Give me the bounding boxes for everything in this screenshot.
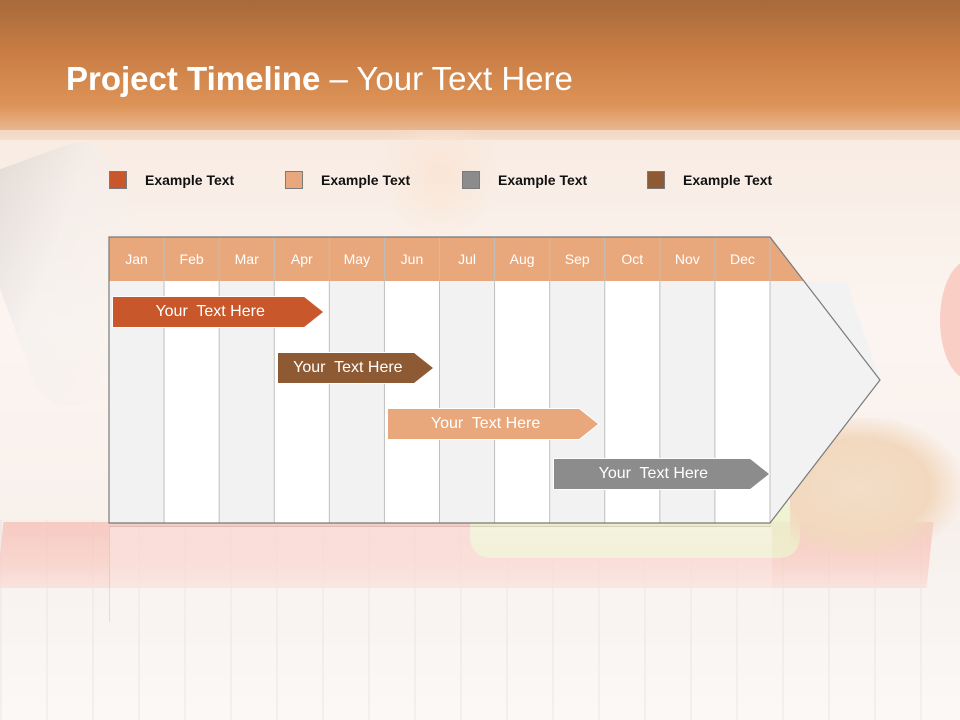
task-bar-label: Your Text Here xyxy=(293,359,403,376)
task-bar-label: Your Text Here xyxy=(430,415,541,432)
legend-item: Example Text xyxy=(109,170,234,190)
legend-swatch xyxy=(647,171,665,189)
photo-legs xyxy=(380,130,500,240)
task-bar[interactable]: Your Text Here xyxy=(552,458,770,490)
timeline-arrow-head-fill xyxy=(770,281,880,523)
month-label: Nov xyxy=(674,251,700,267)
legend-label: Example Text xyxy=(683,172,773,188)
timeline-outline xyxy=(108,236,881,524)
timeline-header xyxy=(109,237,804,281)
month-label: Oct xyxy=(621,251,644,267)
task-bar[interactable]: Your Text Here xyxy=(387,408,600,440)
timeline-column xyxy=(494,281,550,523)
month-label: Jan xyxy=(125,251,148,267)
legend-item: Example Text xyxy=(647,170,772,190)
task-bar-shape xyxy=(277,352,435,384)
task-bar-shape xyxy=(552,458,770,490)
task-bar-arrow xyxy=(552,458,770,490)
timeline-reflection xyxy=(109,527,772,622)
month-label: Jul xyxy=(458,251,476,267)
background-top xyxy=(0,0,960,150)
legend-label: Example Text xyxy=(321,172,411,188)
task-bar[interactable]: Your Text Here xyxy=(112,296,325,328)
task-bar[interactable]: Your Text Here xyxy=(277,352,435,384)
timeline-reflection-line xyxy=(109,526,771,527)
month-label: May xyxy=(343,251,371,267)
month-label: Feb xyxy=(179,251,204,267)
month-label: Sep xyxy=(564,251,590,267)
timeline-column xyxy=(439,281,495,523)
month-label: Jun xyxy=(400,251,424,267)
legend-swatch xyxy=(109,171,127,189)
task-bar-label: Your Text Here xyxy=(155,303,265,320)
timeline-column xyxy=(329,281,385,523)
photo-ball xyxy=(940,260,960,380)
legend-swatch xyxy=(462,171,480,189)
task-bar-arrow xyxy=(277,352,435,384)
title-rest: – Your Text Here xyxy=(320,60,573,97)
task-bar-arrow xyxy=(387,408,600,440)
legend-label: Example Text xyxy=(145,172,235,188)
page-title: Project Timeline – Your Text Here xyxy=(66,60,573,98)
task-bar-shape xyxy=(112,296,325,328)
legend-item: Example Text xyxy=(285,170,410,190)
legend-swatch xyxy=(285,171,303,189)
task-bar-arrow xyxy=(112,296,325,328)
title-bold: Project Timeline xyxy=(66,60,321,97)
month-label: Mar xyxy=(234,251,259,267)
timeline-column xyxy=(384,281,440,523)
month-label: Apr xyxy=(290,251,313,267)
month-label: Dec xyxy=(729,251,755,267)
legend-label: Example Text xyxy=(498,172,588,188)
task-bar-label: Your Text Here xyxy=(598,465,709,482)
month-label: Aug xyxy=(509,251,535,267)
legend-item: Example Text xyxy=(462,170,587,190)
task-bar-shape xyxy=(387,408,600,440)
